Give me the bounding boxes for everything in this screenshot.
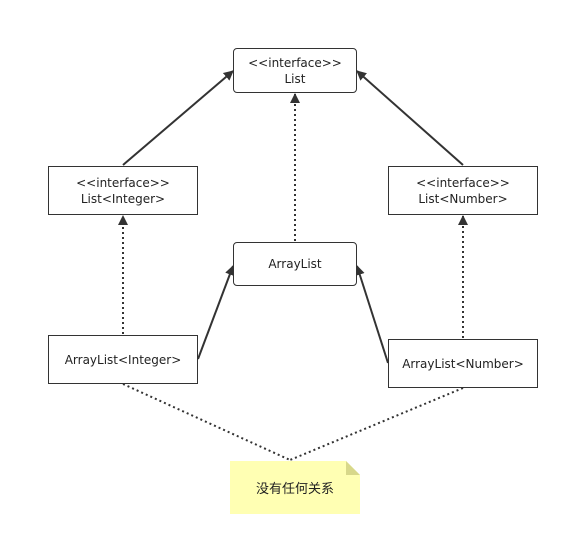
node-arraylist-number-name: ArrayList<Number>: [402, 356, 524, 371]
node-list-number[interactable]: <<interface>> List<Number>: [388, 166, 538, 215]
edge-arraylist-number-to-arraylist: [354, 265, 389, 364]
node-list[interactable]: <<interface>> List: [233, 48, 357, 93]
note-body: [230, 461, 360, 514]
node-list-integer-name: List<Integer>: [80, 191, 166, 206]
node-list-stereotype: <<interface>>: [248, 55, 342, 70]
note-link-right: [289, 387, 464, 461]
node-list-number-stereotype: <<interface>>: [416, 175, 510, 190]
node-arraylist-integer-name: ArrayList<Integer>: [64, 352, 182, 367]
node-list-number-name: List<Number>: [418, 191, 508, 206]
node-list-name: List: [284, 71, 306, 86]
node-arraylist-number[interactable]: ArrayList<Number>: [388, 339, 538, 388]
note-text: 没有任何关系: [255, 482, 334, 497]
note[interactable]: 没有任何关系: [230, 461, 360, 514]
edge-list-number-to-list: [356, 70, 464, 166]
note-fold: [346, 461, 360, 475]
node-arraylist-integer[interactable]: ArrayList<Integer>: [48, 335, 198, 384]
node-list-integer[interactable]: <<interface>> List<Integer>: [48, 166, 198, 215]
edge-arraylist-integer-to-arraylist: [197, 265, 235, 360]
note-shape: [230, 461, 360, 514]
node-arraylist-name: ArrayList: [268, 257, 322, 271]
node-arraylist[interactable]: ArrayList: [233, 242, 357, 286]
node-list-integer-stereotype: <<interface>>: [76, 175, 170, 190]
note-link-left: [122, 383, 291, 461]
edge-list-integer-to-list: [122, 70, 234, 166]
